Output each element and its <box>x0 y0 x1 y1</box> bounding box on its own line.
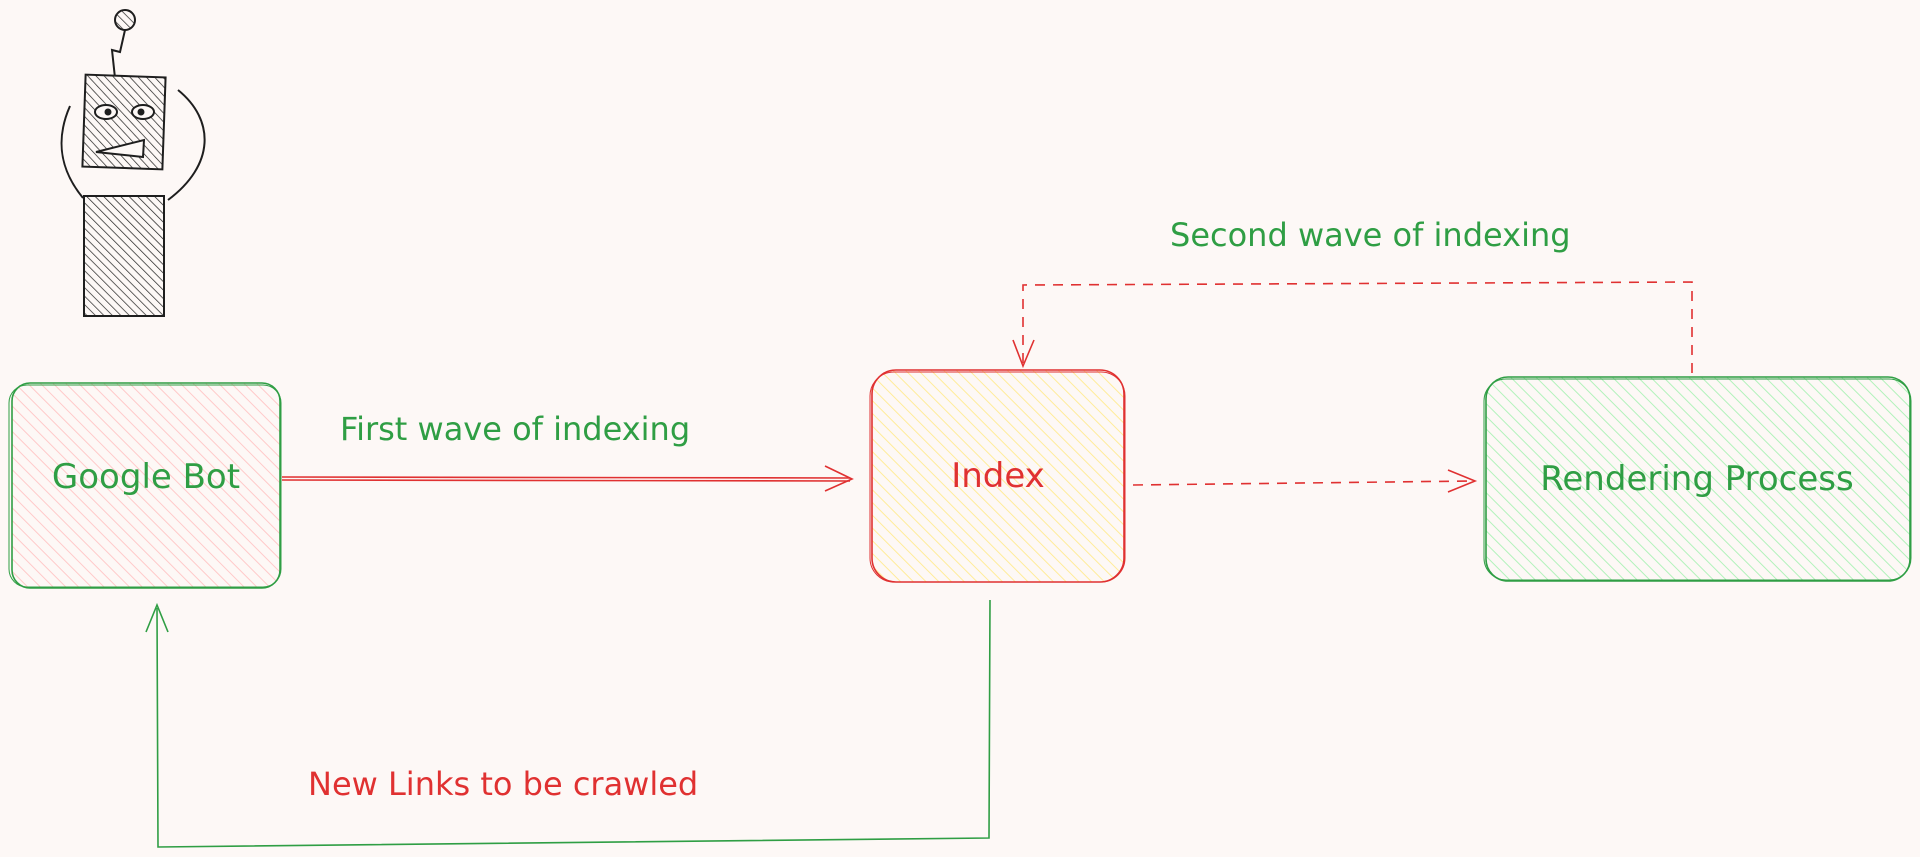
label-second-wave: Second wave of indexing <box>1170 216 1571 254</box>
robot-illustration-icon <box>60 9 206 317</box>
edge-first-wave <box>281 465 854 492</box>
edge-second-wave <box>1012 281 1693 373</box>
node-index: Index <box>869 369 1126 583</box>
edge-index-to-rendering <box>1132 469 1478 493</box>
node-rendering-process: Rendering Process <box>1483 376 1912 582</box>
node-index-label: Index <box>951 456 1045 496</box>
label-first-wave: First wave of indexing <box>340 410 690 448</box>
label-new-links: New Links to be crawled <box>308 765 698 803</box>
node-google-bot-label: Google Bot <box>52 457 240 497</box>
node-rendering-process-label: Rendering Process <box>1540 459 1853 499</box>
edge-new-links <box>145 599 991 848</box>
node-google-bot: Google Bot <box>8 382 282 589</box>
